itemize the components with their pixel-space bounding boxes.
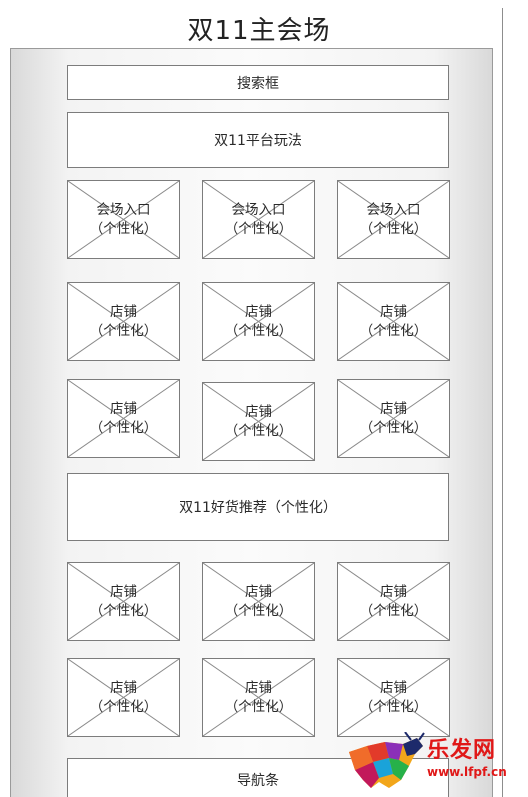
- tile-label-line1: 店铺: [245, 679, 272, 696]
- tile-label-line2: （个性化）: [224, 220, 293, 237]
- image-placeholder-icon: [338, 181, 449, 258]
- tile-label: 会场入口 （个性化）: [203, 201, 314, 239]
- venue-entry-tile: 会场入口 （个性化）: [67, 180, 180, 259]
- shop-tile: 店铺 （个性化）: [202, 658, 315, 737]
- tile-label: 店铺 （个性化）: [68, 583, 179, 621]
- tile-label: 店铺 （个性化）: [338, 583, 449, 621]
- tile-label-line1: 店铺: [110, 400, 137, 417]
- tile-label: 店铺 （个性化）: [68, 303, 179, 341]
- image-placeholder-icon: [203, 659, 314, 736]
- tile-label-line1: 会场入口: [96, 201, 151, 218]
- shop-tile: 店铺 （个性化）: [202, 562, 315, 641]
- venue-entry-tile: 会场入口 （个性化）: [337, 180, 450, 259]
- gameplay-banner: 双11平台玩法: [67, 112, 449, 168]
- tile-label-line1: 店铺: [245, 303, 272, 320]
- tile-label-line2: （个性化）: [89, 698, 158, 715]
- watermark-logo: 乐发网 www.lfpf.cn: [345, 731, 525, 792]
- tile-label: 店铺 （个性化）: [203, 679, 314, 717]
- tile-label-line2: （个性化）: [224, 322, 293, 339]
- tile-label-line2: （个性化）: [89, 322, 158, 339]
- image-placeholder-icon: [338, 380, 449, 457]
- shop-tile: 店铺 （个性化）: [67, 379, 180, 458]
- shop-tile: 店铺 （个性化）: [202, 382, 315, 461]
- tile-label: 会场入口 （个性化）: [338, 201, 449, 239]
- image-placeholder-icon: [68, 283, 179, 360]
- tile-label: 店铺 （个性化）: [203, 583, 314, 621]
- shop-tile: 店铺 （个性化）: [67, 658, 180, 737]
- tile-label-line2: （个性化）: [359, 698, 428, 715]
- tile-label-line2: （个性化）: [359, 322, 428, 339]
- image-placeholder-icon: [203, 383, 314, 460]
- shop-tile: 店铺 （个性化）: [337, 658, 450, 737]
- shop-tile: 店铺 （个性化）: [202, 282, 315, 361]
- tile-label-line2: （个性化）: [89, 220, 158, 237]
- watermark-url: www.lfpf.cn: [427, 765, 507, 779]
- tile-label-line1: 店铺: [110, 679, 137, 696]
- venue-entry-tile: 会场入口 （个性化）: [202, 180, 315, 259]
- image-placeholder-icon: [338, 563, 449, 640]
- shop-tile: 店铺 （个性化）: [67, 282, 180, 361]
- page-title: 双11主会场: [187, 16, 331, 46]
- tile-label-line2: （个性化）: [359, 220, 428, 237]
- image-placeholder-icon: [68, 181, 179, 258]
- shop-tile: 店铺 （个性化）: [337, 562, 450, 641]
- tile-label-line1: 店铺: [110, 303, 137, 320]
- tile-label-line1: 店铺: [245, 403, 272, 420]
- watermark-brand: 乐发网: [427, 737, 497, 763]
- tile-label: 店铺 （个性化）: [338, 400, 449, 438]
- tile-label-line1: 会场入口: [231, 201, 286, 218]
- image-placeholder-icon: [68, 563, 179, 640]
- tile-label-line2: （个性化）: [359, 419, 428, 436]
- image-placeholder-icon: [203, 181, 314, 258]
- divider-line: [502, 8, 503, 797]
- tile-label: 店铺 （个性化）: [338, 679, 449, 717]
- tile-label-line2: （个性化）: [224, 698, 293, 715]
- tile-label-line1: 店铺: [245, 583, 272, 600]
- tile-label-line1: 店铺: [110, 583, 137, 600]
- image-placeholder-icon: [68, 659, 179, 736]
- tile-label-line1: 店铺: [380, 583, 407, 600]
- image-placeholder-icon: [338, 659, 449, 736]
- shop-tile: 店铺 （个性化）: [67, 562, 180, 641]
- shop-tile: 店铺 （个性化）: [337, 379, 450, 458]
- image-placeholder-icon: [203, 283, 314, 360]
- tile-label-line1: 店铺: [380, 400, 407, 417]
- search-box: 搜索框: [67, 65, 449, 100]
- tile-label-line1: 店铺: [380, 679, 407, 696]
- tile-label: 店铺 （个性化）: [68, 400, 179, 438]
- image-placeholder-icon: [338, 283, 449, 360]
- tile-label-line2: （个性化）: [89, 602, 158, 619]
- image-placeholder-icon: [68, 380, 179, 457]
- tile-label: 店铺 （个性化）: [338, 303, 449, 341]
- recommendation-banner: 双11好货推荐（个性化）: [67, 473, 449, 541]
- tile-label-line2: （个性化）: [359, 602, 428, 619]
- tile-label: 店铺 （个性化）: [68, 679, 179, 717]
- tile-label-line2: （个性化）: [224, 422, 293, 439]
- tile-label: 会场入口 （个性化）: [68, 201, 179, 239]
- bull-logo-icon: [349, 731, 425, 788]
- tile-label-line2: （个性化）: [224, 602, 293, 619]
- shop-tile: 店铺 （个性化）: [337, 282, 450, 361]
- image-placeholder-icon: [203, 563, 314, 640]
- tile-label-line2: （个性化）: [89, 419, 158, 436]
- tile-label: 店铺 （个性化）: [203, 403, 314, 441]
- tile-label-line1: 店铺: [380, 303, 407, 320]
- tile-label-line1: 会场入口: [366, 201, 421, 218]
- tile-label: 店铺 （个性化）: [203, 303, 314, 341]
